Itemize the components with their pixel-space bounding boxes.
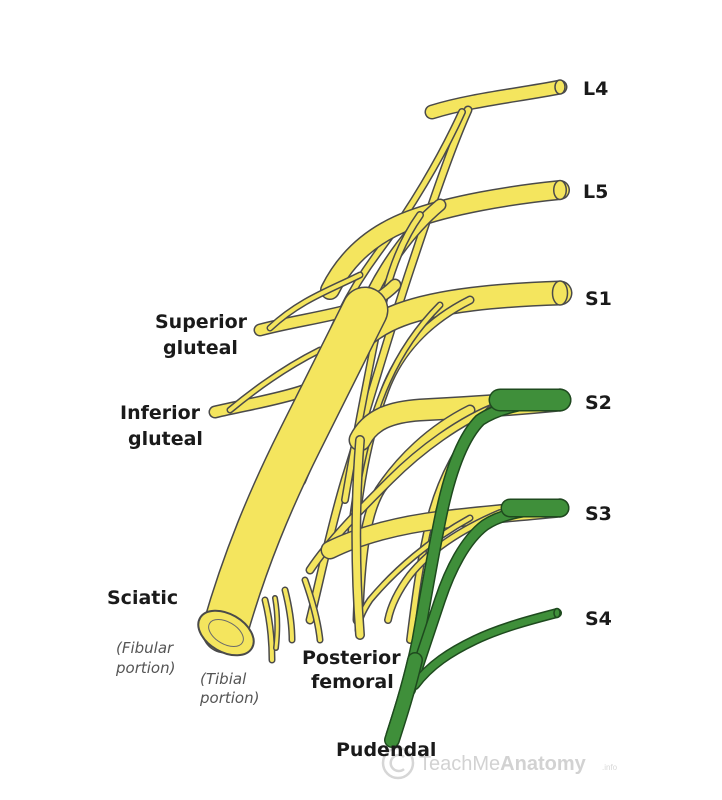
nerve-superior-gluteal-loop <box>266 271 364 332</box>
root-cap <box>551 280 569 306</box>
nerve-l4-root <box>424 79 568 120</box>
nerve-network <box>201 79 573 664</box>
nerve-tibial-strands-d <box>272 595 281 651</box>
label-pudendal: Pudendal <box>336 739 436 761</box>
root-label-s2: S2 <box>585 392 612 414</box>
label-posterior-femoral-line1: Posterior <box>302 647 401 669</box>
label-inferior-gluteal-line2: gluteal <box>128 428 203 450</box>
label-superior-gluteal-line1: Superior <box>155 311 248 333</box>
root-label-s3: S3 <box>585 503 612 525</box>
label-inferior-gluteal-line1: Inferior <box>120 402 201 424</box>
branch-labels: Superior gluteal Inferior gluteal Sciati… <box>107 311 436 761</box>
label-superior-gluteal-line2: gluteal <box>163 337 238 359</box>
nerve-pudendal-trunk <box>384 652 423 748</box>
root-labels: L4 L5 S1 S2 S3 S4 <box>583 78 612 630</box>
nerve-posterior-femoral <box>351 435 365 640</box>
copyright-icon <box>381 746 415 780</box>
watermark-prefix: TeachMe <box>419 753 500 775</box>
label-fibular-portion-line1: (Fibular <box>116 639 174 657</box>
nerve-inferior-gluteal-loop <box>226 346 324 414</box>
nerve-s3-branch-a <box>384 509 504 624</box>
label-fibular-portion-line2: portion) <box>115 659 175 677</box>
root-label-l5: L5 <box>583 181 608 203</box>
watermark: TeachMeAnatomy .info <box>381 746 618 780</box>
root-cap <box>554 79 566 95</box>
nerve-sciatic-trunk <box>201 286 389 654</box>
label-tibial-portion-line2: portion) <box>199 689 259 707</box>
sciatic-cut-end <box>197 609 255 657</box>
label-tibial-portion-line1: (Tibial <box>200 670 247 688</box>
pudendal-nerve <box>384 388 572 748</box>
label-posterior-femoral-line2: femoral <box>311 671 394 693</box>
root-label-s4: S4 <box>585 608 612 630</box>
svg-text:TeachMeAnatomy: TeachMeAnatomy <box>419 753 587 775</box>
nerve-pudendal-s4 <box>410 608 562 690</box>
nerve-tibial-strands-c <box>301 576 324 644</box>
nerve-l5-root <box>320 180 570 300</box>
root-cap-s4 <box>553 607 561 619</box>
watermark-suffix: .info <box>602 763 618 772</box>
nerve-tibial-strands-b <box>281 586 296 644</box>
watermark-brand: Anatomy <box>500 753 586 775</box>
root-label-s1: S1 <box>585 288 612 310</box>
root-label-l4: L4 <box>583 78 608 100</box>
root-cap <box>553 179 567 201</box>
nerve-tibial-strands-a <box>261 596 276 664</box>
label-sciatic: Sciatic <box>107 587 178 609</box>
copyright-c-glyph <box>389 753 405 773</box>
